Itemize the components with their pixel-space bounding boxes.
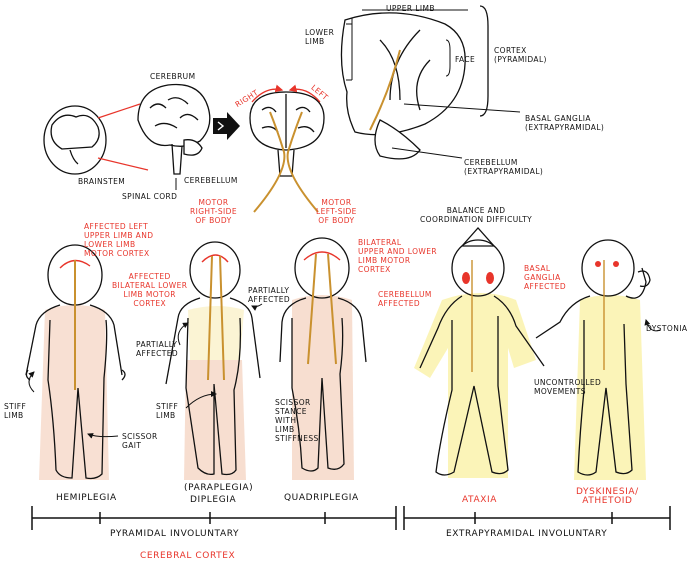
label-motor-right: MOTOR RIGHT-SIDE OF BODY <box>190 198 237 225</box>
label-cerebellum: CEREBELLUM <box>184 176 238 185</box>
quadriplegia-figure <box>279 237 367 480</box>
label-diplegia: DIPLEGIA <box>190 495 237 505</box>
label-cerebrum: CEREBRUM <box>150 72 196 81</box>
label-balance: BALANCE AND COORDINATION DIFFICULTY <box>420 206 533 224</box>
hemiplegia-figure <box>25 244 126 480</box>
label-scissor-gait: SCISSOR GAIT <box>122 432 158 450</box>
brain-front-view-icon <box>249 91 325 177</box>
label-uncontrolled: UNCONTROLLED MOVEMENTS <box>534 378 602 396</box>
cortex-section-icon <box>340 12 466 160</box>
head-outline-icon <box>43 105 107 175</box>
label-quadriplegia: QUADRIPLEGIA <box>284 493 359 503</box>
label-dystonia: DYSTONIA <box>646 324 688 333</box>
classification-axis <box>31 506 671 530</box>
label-basal-ganglia: BASAL GANGLIA (EXTRAPYRAMIDAL) <box>525 114 605 132</box>
diplegia-figure <box>165 241 261 480</box>
label-paraplegia: (PARAPLEGIA) <box>184 483 254 493</box>
label-brainstem: BRAINSTEM <box>78 177 126 186</box>
next-arrow-icon <box>213 112 240 140</box>
label-cerebellum-extra: CEREBELLUM (EXTRAPYRAMIDAL) <box>464 158 544 176</box>
label-hemi-affected: AFFECTED LEFT UPPER LIMB AND LOWER LIMB … <box>84 222 154 258</box>
dyskinesia-figure <box>535 239 651 480</box>
label-extrapyramidal: EXTRAPYRAMIDAL INVOLUNTARY <box>446 529 608 539</box>
label-ataxia: ATAXIA <box>462 495 497 505</box>
label-cortex: CORTEX (PYRAMIDAL) <box>494 46 547 64</box>
label-stiff-limb-2: STIFF LIMB <box>156 402 179 420</box>
label-partially-affected-r: PARTIALLY AFFECTED <box>248 286 291 304</box>
label-quad-affected: BILATERAL UPPER AND LOWER LIMB MOTOR COR… <box>358 238 437 274</box>
label-stiff-limb: STIFF LIMB <box>4 402 27 420</box>
label-basal-affected: BASAL GANGLIA AFFECTED <box>524 264 567 291</box>
brain-side-view-icon <box>137 83 211 175</box>
motor-tracts <box>253 111 319 213</box>
label-dyskinesia: DYSKINESIA/ ATHETOID <box>576 487 639 506</box>
label-hemiplegia: HEMIPLEGIA <box>56 493 117 503</box>
label-motor-left: MOTOR LEFT-SIDE OF BODY <box>316 198 357 225</box>
label-cerebral-cortex: CEREBRAL CORTEX <box>140 551 236 561</box>
label-pyramidal: PYRAMIDAL INVOLUNTARY <box>110 529 240 539</box>
label-scissor-stance: SCISSOR STANCE WITH LIMB STIFFNESS <box>275 398 319 443</box>
label-upper-limb: UPPER LIMB <box>386 4 435 13</box>
label-di-affected: AFFECTED BILATERAL LOWER LIMB MOTOR CORT… <box>112 272 188 308</box>
label-spinal-cord: SPINAL CORD <box>122 192 178 201</box>
label-cerebellum-affected: CEREBELLUM AFFECTED <box>378 290 432 308</box>
label-partially-affected-l: PARTIALLY AFFECTED <box>136 340 179 358</box>
ataxia-figure <box>414 227 545 478</box>
label-face: FACE <box>455 55 476 64</box>
label-lower-limb: LOWER LIMB <box>305 28 335 46</box>
